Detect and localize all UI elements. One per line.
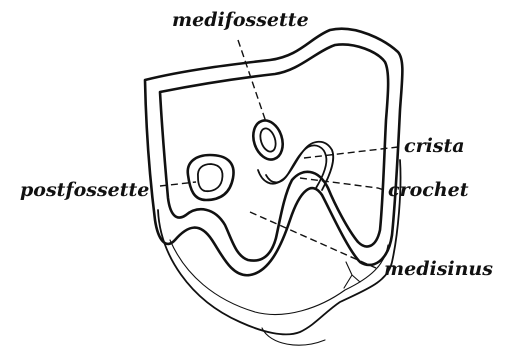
label-postfossette: postfossette xyxy=(20,179,149,201)
label-crochet: crochet xyxy=(388,179,469,201)
leader-medifossette xyxy=(238,40,266,122)
medifossette-outer xyxy=(249,117,288,164)
medifossette-inner xyxy=(258,126,279,153)
postfossette-inner xyxy=(198,164,223,191)
crack-mark xyxy=(344,262,360,288)
crochet-fold-inner xyxy=(266,145,326,188)
postfossette-outer xyxy=(188,155,234,200)
label-medisinus: medisinus xyxy=(384,258,493,280)
enamel-outer-wall xyxy=(145,29,402,276)
label-crista: crista xyxy=(404,135,465,157)
label-medifossette: medifossette xyxy=(172,9,309,31)
lower-bulge xyxy=(262,328,325,345)
